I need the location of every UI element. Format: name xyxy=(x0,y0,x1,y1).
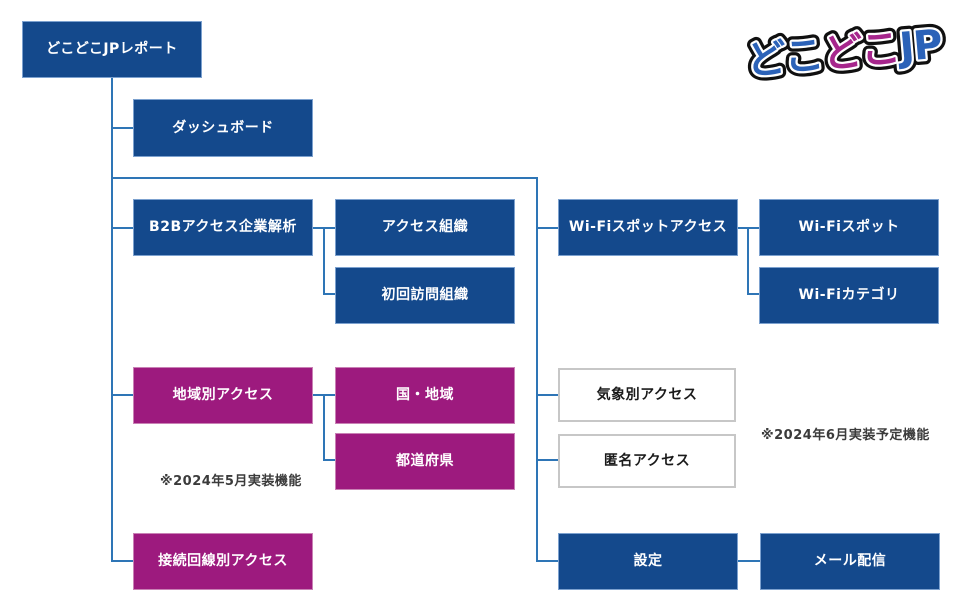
node-dashboard: ダッシュボード xyxy=(133,99,313,157)
connector-wifi-stub xyxy=(536,227,558,229)
node-settings: 設定 xyxy=(558,533,738,590)
connector-wifi-child-h2 xyxy=(747,293,759,295)
connector-bottom-right-elbow xyxy=(536,560,558,562)
logo-outline-white: どこどこJP xyxy=(745,22,944,85)
connector-b2b-stub xyxy=(111,227,133,229)
node-wifi-category: Wi-Fiカテゴリ xyxy=(759,267,939,324)
node-region-access: 地域別アクセス xyxy=(133,367,313,424)
connector-anonymous-stub xyxy=(536,459,558,461)
node-connection-line-access: 接続回線別アクセス xyxy=(133,533,313,590)
node-wifi-spot: Wi-Fiスポット xyxy=(759,199,939,256)
node-root: どこどこJPレポート xyxy=(22,21,202,78)
connector-top-horizontal xyxy=(111,177,538,179)
connector-b2b-child-h2 xyxy=(323,293,335,295)
node-b2b-access-analysis: B2Bアクセス企業解析 xyxy=(133,199,313,256)
note-may-release: ※2024年5月実装機能 xyxy=(160,474,302,489)
node-weather-access: 気象別アクセス xyxy=(558,368,736,422)
connector-left-trunk xyxy=(111,78,113,562)
node-wifi-spot-access: Wi-Fiスポットアクセス xyxy=(558,199,738,256)
node-anonymous-access: 匿名アクセス xyxy=(558,434,736,488)
connector-right-trunk xyxy=(536,177,538,562)
dokodoko-jp-logo: どこどこJP どこどこJP どこどこJP xyxy=(739,16,949,90)
connector-wifi-child-v xyxy=(747,227,749,295)
logo-outline-black: どこどこJP xyxy=(745,22,944,85)
logo-text: どこどこJP xyxy=(745,22,944,85)
connector-b2b-child-v xyxy=(323,227,325,295)
connector-region-child-v xyxy=(323,394,325,461)
connector-region-stub xyxy=(111,394,133,396)
node-country-region: 国・地域 xyxy=(335,367,515,424)
connector-bottom-left-elbow xyxy=(111,560,133,562)
node-access-organization: アクセス組織 xyxy=(335,199,515,256)
note-june-release: ※2024年6月実装予定機能 xyxy=(761,428,930,443)
connector-dashboard-stub xyxy=(111,127,133,129)
node-prefecture: 都道府県 xyxy=(335,433,515,490)
dokodoko-jp-logo-svg: どこどこJP どこどこJP どこどこJP xyxy=(739,16,949,90)
connector-settings-mail xyxy=(738,560,760,562)
connector-region-child-h2 xyxy=(323,459,335,461)
node-first-visit-organization: 初回訪問組織 xyxy=(335,267,515,324)
connector-weather-stub xyxy=(536,394,558,396)
node-mail-delivery: メール配信 xyxy=(760,533,940,590)
